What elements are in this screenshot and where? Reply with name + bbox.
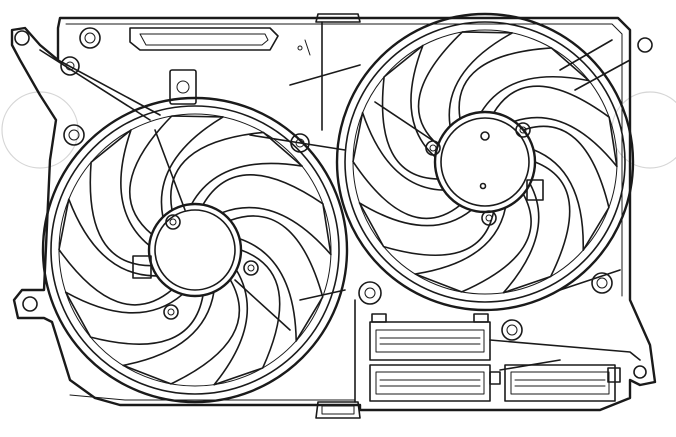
shroud-frame <box>10 13 657 419</box>
mount-hole <box>14 30 30 46</box>
connector-lower-left <box>369 364 501 402</box>
sensor-bracket <box>169 69 197 105</box>
mount-hole <box>358 281 382 305</box>
mount-hole <box>637 37 653 53</box>
fan-left-blade <box>64 291 204 345</box>
fan-left-blade <box>213 249 281 386</box>
fan-right-shroud-ring <box>335 12 635 312</box>
fan-right-blade <box>358 202 495 257</box>
fan-left-hub-bolts <box>163 214 259 320</box>
mount-hole <box>63 124 85 146</box>
mount-hole <box>633 365 647 379</box>
mount-hole <box>79 27 101 49</box>
fan-left-shroud-ring <box>41 96 349 404</box>
fan-right-blades <box>352 31 618 294</box>
fan-left-blades <box>58 115 332 386</box>
connector-lower-right <box>504 364 621 402</box>
connectors <box>369 313 641 402</box>
mount-hole <box>591 272 613 294</box>
fan-left-blade <box>202 174 332 256</box>
fan-right-blade <box>414 193 532 293</box>
fan-left-blade <box>129 115 224 236</box>
mounting-holes <box>14 27 653 379</box>
fan-right-blade <box>522 125 610 251</box>
fan-left-blade <box>170 131 303 211</box>
fan-left-motor-hub <box>147 202 243 298</box>
fan-left-blade <box>229 215 324 342</box>
mount-hole <box>22 296 38 312</box>
fan-left-blade <box>122 278 240 385</box>
fan-right-blade <box>492 85 618 168</box>
fan-left-blade <box>89 129 153 267</box>
fan-right-motor-hub <box>433 110 537 214</box>
fan-left-motor-connector <box>132 255 152 279</box>
mount-hole <box>60 56 80 76</box>
fan-right <box>335 12 635 312</box>
fan-right-motor-connector <box>526 179 544 201</box>
fan-right-blade <box>502 161 571 294</box>
fan-right-blade <box>417 31 514 146</box>
connector-upper <box>369 313 491 361</box>
fan-left-blade <box>58 198 173 306</box>
fan-right-blade <box>458 47 590 120</box>
fan-left <box>41 96 349 404</box>
mount-hole <box>501 319 523 341</box>
fan-right-blade <box>352 111 461 220</box>
